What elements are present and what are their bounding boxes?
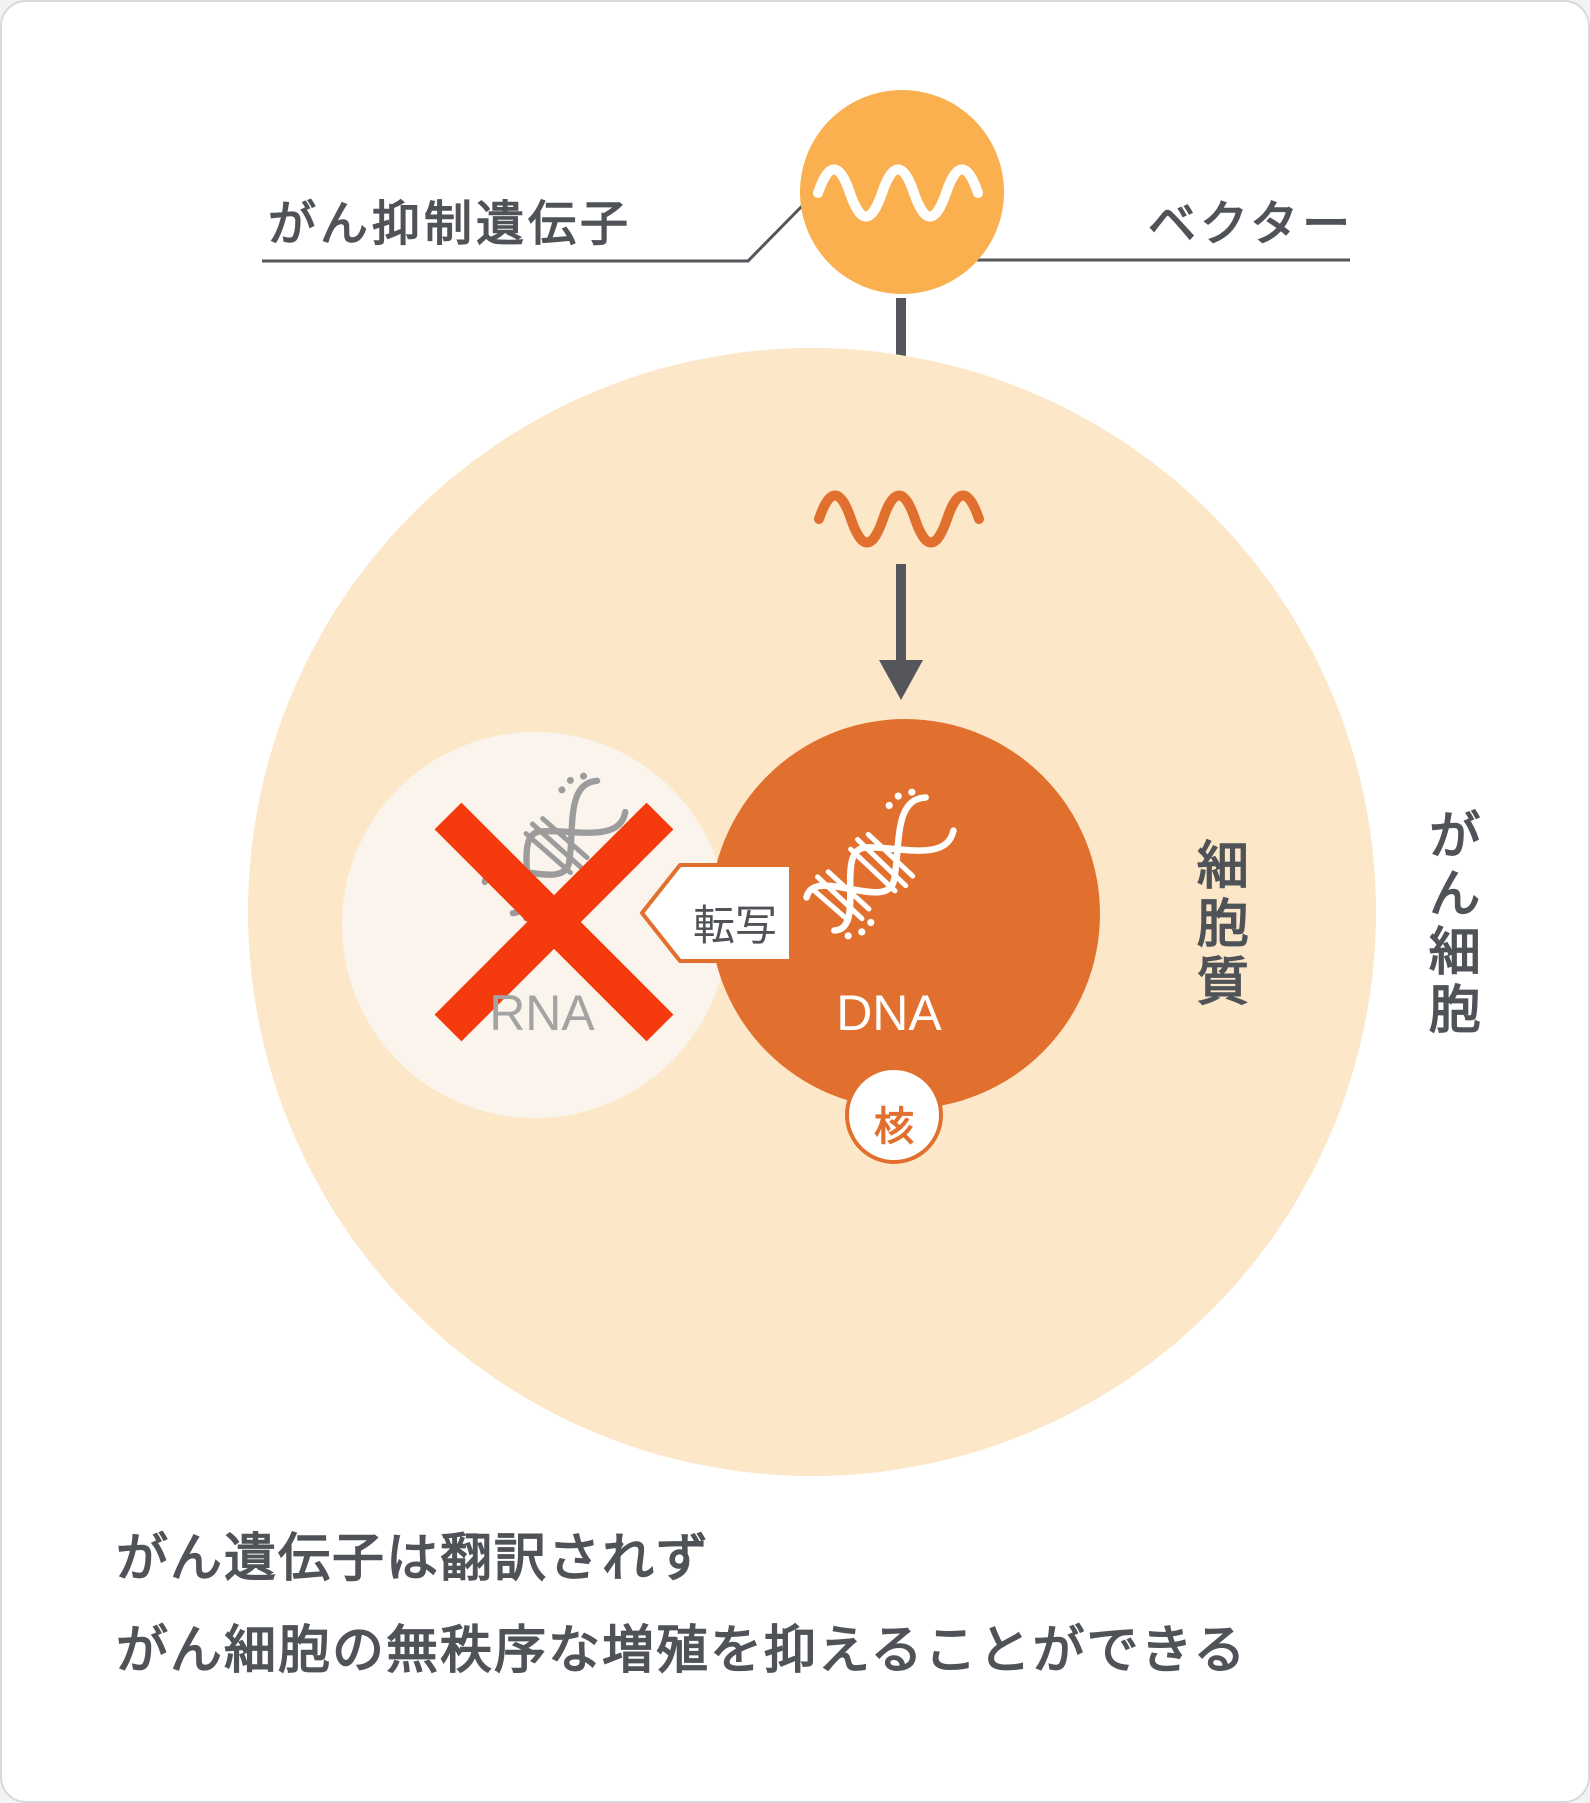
caption-line-2: がん細胞の無秩序な増殖を抑えることができる <box>116 1622 1248 1680</box>
tumor-suppressor-gene-label: がん抑制遺伝子 <box>268 198 633 251</box>
left-label-line <box>262 201 807 263</box>
vector-circle <box>800 90 1004 294</box>
dna-label: DNA <box>836 985 942 1041</box>
label-leader-lines <box>262 201 1350 263</box>
nucleus-circle <box>710 719 1100 1109</box>
transcription-badge <box>640 863 793 963</box>
nucleus-label: 核 <box>874 1105 914 1149</box>
transcription-label: 転写 <box>692 902 777 949</box>
rna-label: RNA <box>489 985 595 1041</box>
cancer-cell-label: がん細胞 <box>1420 808 1479 1040</box>
caption-line-1: がん遺伝子は翻訳されず <box>116 1530 711 1588</box>
down-arrow-icon-2 <box>879 564 923 700</box>
cross-out-icon <box>434 802 674 1042</box>
vector-label: ベクター <box>1148 198 1355 251</box>
nucleus-badge <box>845 1066 943 1164</box>
cytoplasm-label: 細胞質 <box>1188 838 1247 1012</box>
